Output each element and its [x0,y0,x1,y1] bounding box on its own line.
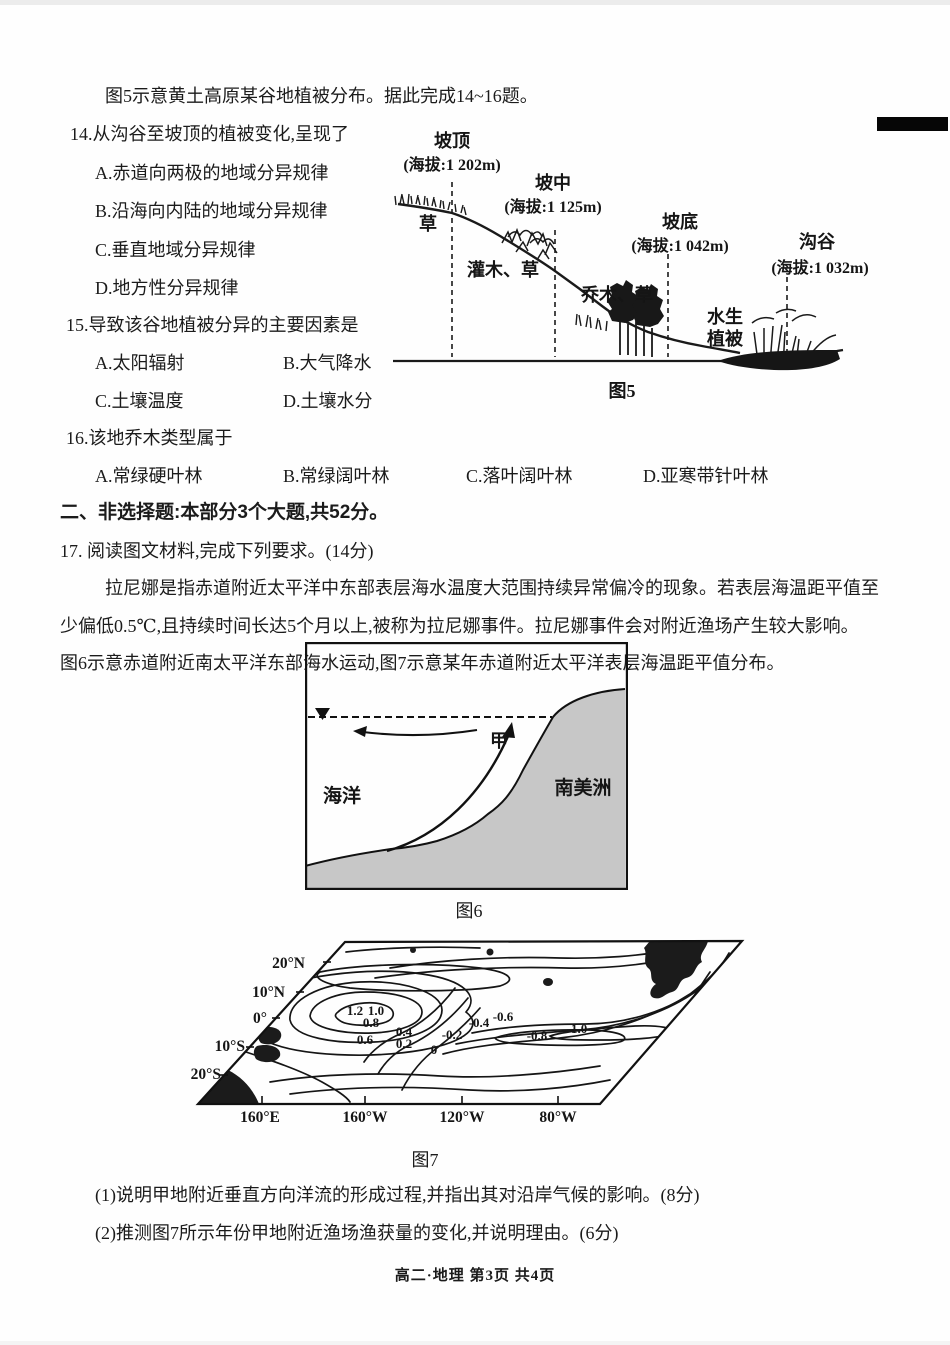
fig7-contour-0_8: 0.8 [363,1015,380,1030]
q17-paragraph-line2: 少偏低0.5℃,且持续时间长达5个月以上,被称为拉尼娜事件。拉尼娜事件会对附近渔… [60,616,859,636]
fig7-contour-0_2: 0.2 [396,1036,412,1051]
q14-option-a: A.赤道向两极的地域分异规律 [95,163,329,183]
q14-option-c: C.垂直地域分异规律 [95,240,256,260]
q16-option-b: B.常绿阔叶林 [283,466,390,486]
fig7-contour-neg0_2: -0.2 [442,1027,463,1042]
fig7-lon-120w: 120°W [440,1109,485,1126]
fig5-slope-curve [397,202,741,355]
fig6-sea-level-marker [315,708,330,720]
fig5-label-slope-bottom: 坡底 [662,211,698,232]
fig5-label-slope-top: 坡顶 [434,130,470,151]
fig7-contour-neg0_8: -0.8 [527,1028,548,1043]
q17-paragraph-line1: 拉尼娜是指赤道附近太平洋中东部表层海水温度大范围持续异常偏冷的现象。若表层海温距… [105,578,879,598]
fig6-label-ocean: 海洋 [323,784,361,807]
q17-subquestion-1: (1)说明甲地附近垂直方向洋流的形成过程,并指出其对沿岸气候的影响。(8分) [95,1185,700,1205]
q14-option-b: B.沿海向内陆的地域分异规律 [95,201,328,221]
fig7-lat-10n: 10°N [252,984,285,1001]
fig7-contour-1_2: 1.2 [347,1003,363,1018]
figure6-upwelling-diagram: 海洋 南美洲 甲 [305,642,628,890]
fig7-lat-10s: 10°S [215,1038,245,1055]
scan-artifact-bar [877,117,948,131]
q15-option-b: B.大气降水 [283,353,372,373]
q17-stem: 17. 阅读图文材料,完成下列要求。(14分) [60,541,374,561]
q15-option-a: A.太阳辐射 [95,353,185,373]
fig7-lon-160e: 160°E [240,1109,280,1126]
fig5-label-slope-bottom-elev: (海拔:1 042m) [631,236,728,255]
q17-subquestion-2: (2)推测图7所示年份甲地附近渔场渔获量的变化,并说明理由。(6分) [95,1223,619,1243]
fig5-label-slope-mid: 坡中 [535,172,571,193]
q15-stem: 15.导致该谷地植被分异的主要因素是 [66,315,359,335]
fig7-lon-160w: 160°W [343,1109,388,1126]
fig6-land-south-america [305,689,625,890]
q16-option-d: D.亚寒带针叶林 [643,466,769,486]
fig5-label-gully: 沟谷 [799,231,836,252]
fig6-surface-current-arrow [362,729,478,737]
section2-title: 二、非选择题:本部分3个大题,共52分。 [60,502,389,523]
fig7-lat-0: 0° [253,1010,267,1027]
fig7-caption: 图7 [411,1150,439,1170]
fig7-contour-neg1_0: -1.0 [567,1021,588,1036]
fig7-axis-ticks [220,961,559,1104]
q16-option-c: C.落叶阔叶林 [466,466,573,486]
q17-paragraph-line3: 图6示意赤道附近南太平洋东部海水运动,图7示意某年赤道附近太平洋表层海温距平值分… [60,653,785,673]
fig5-label-tree-grass: 乔木、草 [580,284,653,305]
fig7-contour-neg0_4: -0.4 [469,1015,490,1030]
q16-stem: 16.该地乔木类型属于 [66,428,233,448]
fig5-trees [607,280,664,357]
fig7-lon-80w: 80°W [539,1109,577,1126]
q15-option-c: C.土壤温度 [95,391,184,411]
fig5-label-shrub-grass: 灌木、草 [467,259,539,280]
fig5-gully-water [718,350,840,371]
page-footer: 高二·地理 第3页 共4页 [394,1268,556,1284]
fig5-label-gully-elev: (海拔:1 032m) [771,258,868,277]
figure7-sst-anomaly-map: 20°N 10°N 0° 10°S 20°S 160°E 160°W 120°W… [191,939,745,1126]
fig6-upwelling-arrow [386,733,511,853]
fig5-label-slope-top-elev: (海拔:1 202m) [403,155,500,174]
fig7-contour-1_0: 1.0 [368,1003,384,1018]
intro-line: 图5示意黄土高原某谷地植被分布。据此完成14~16题。 [105,86,538,106]
fig7-contour-0_4: 0.4 [396,1024,413,1039]
scan-edge-top [0,0,950,5]
q15-option-d: D.土壤水分 [283,391,373,411]
fig5-label-aquatic-1: 水生 [707,306,743,327]
fig5-mid-grass [575,313,608,332]
scan-edge-bottom [0,1341,950,1345]
q14-stem: 14.从沟谷至坡顶的植被变化,呈现了 [70,124,349,144]
fig5-shrubs [501,227,558,261]
q14-option-d: D.地方性分异规律 [95,278,239,298]
fig6-label-south-america: 南美洲 [554,776,611,799]
fig6-caption: 图6 [455,901,483,921]
fig7-contour-0_6: 0.6 [357,1032,374,1047]
fig5-label-grass: 草 [419,213,437,234]
fig5-caption: 图5 [609,381,636,401]
fig7-lat-20s: 20°S [191,1066,221,1083]
fig6-label-jia: 甲 [490,731,508,751]
fig5-grass-tufts [394,193,467,216]
fig7-contour-0: 0 [431,1042,438,1057]
figure5-slope-diagram: 坡顶 (海拔:1 202m) 坡中 (海拔:1 125m) 坡底 (海拔:1 0… [393,130,869,401]
fig6-border [305,642,628,890]
fig7-contour-neg0_6: -0.6 [493,1009,514,1024]
q16-option-a: A.常绿硬叶林 [95,466,203,486]
fig5-label-aquatic-2: 植被 [707,328,744,349]
fig7-lat-20n: 20°N [272,955,305,972]
fig5-label-slope-mid-elev: (海拔:1 125m) [504,197,601,216]
fig7-map-frame [195,939,745,1106]
fig7-land-masses [198,941,708,1104]
fig6-coastline [305,688,626,867]
